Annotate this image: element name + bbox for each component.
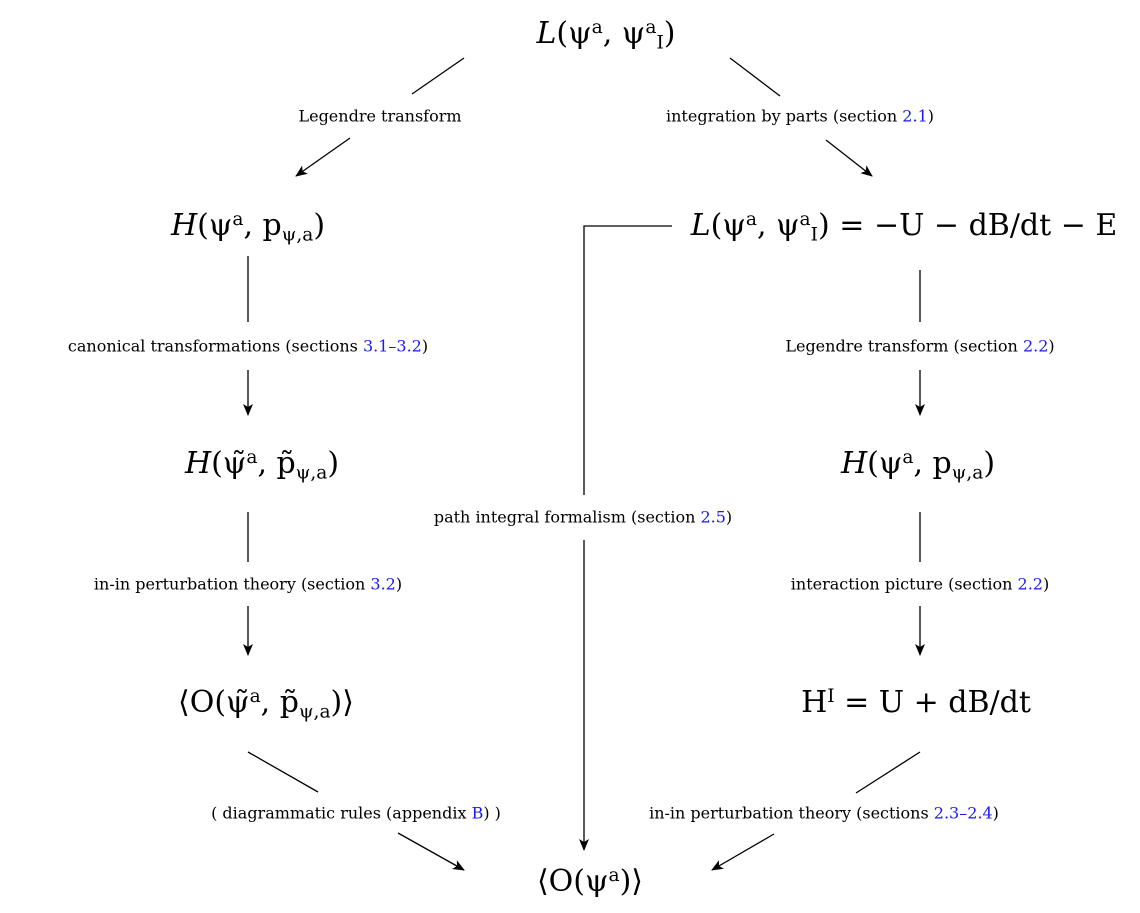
- ref-link[interactable]: 3.1–3.2: [362, 336, 422, 356]
- label-diagrammatic-rules: ( diagrammatic rules (appendix B) ): [208, 803, 504, 823]
- label-legendre-left: Legendre transform: [295, 106, 465, 126]
- edge-o-to-bottom-a: [247, 751, 319, 793]
- label-inin-left: in-in perturbation theory (section 3.2): [90, 574, 406, 594]
- node-interaction-hamiltonian: HI = U + dB/dt: [801, 685, 1031, 720]
- ref-link[interactable]: 2.5: [700, 507, 726, 527]
- node-expectation-bottom: ⟨O(ψa)⟩: [536, 864, 644, 899]
- label-legendre-right: Legendre transform (section 2.2): [782, 336, 1058, 356]
- edge-o-to-bottom-b: [397, 832, 465, 871]
- edge-top-to-h-left-a: [411, 57, 465, 95]
- edge-path-integral-a: [583, 225, 672, 495]
- ref-link[interactable]: 2.1: [902, 106, 928, 126]
- label-path-integral: path integral formalism (section 2.5): [430, 507, 736, 527]
- ref-link[interactable]: 3.2: [370, 574, 396, 594]
- ref-link[interactable]: B: [471, 803, 484, 823]
- edge-hi-to-bottom-a: [855, 751, 921, 794]
- node-hamiltonian-left: H(ψa, pψ,a): [170, 208, 326, 246]
- label-integration-by-parts: integration by parts (section 2.1): [663, 106, 937, 126]
- node-hamiltonian-tilde: H(ψ̃a, p̃ψ,a): [184, 446, 340, 484]
- edge-top-to-l-right-b: [825, 139, 873, 177]
- label-canonical-transformations: canonical transformations (sections 3.1–…: [64, 336, 432, 356]
- edge-top-to-l-right-a: [729, 57, 781, 97]
- ref-link[interactable]: 2.2: [1022, 336, 1049, 356]
- node-hamiltonian-right: H(ψa, pψ,a): [840, 446, 996, 484]
- label-inin-right: in-in perturbation theory (sections 2.3–…: [646, 803, 1002, 823]
- edge-hi-to-bottom-b: [711, 833, 775, 871]
- edge-top-to-h-left-b: [295, 137, 351, 177]
- ref-link[interactable]: 2.2: [1017, 574, 1043, 594]
- ref-link[interactable]: 2.3–2.4: [933, 803, 993, 823]
- node-lagrangian-decomposition: L(ψa, ψaI) = −U − dB/dt − E: [690, 208, 1118, 246]
- label-interaction-picture: interaction picture (section 2.2): [787, 574, 1053, 594]
- node-lagrangian-top: L(ψa, ψaI): [536, 16, 676, 54]
- node-expectation-left: ⟨O(ψ̃a, p̃ψ,a)⟩: [178, 685, 354, 723]
